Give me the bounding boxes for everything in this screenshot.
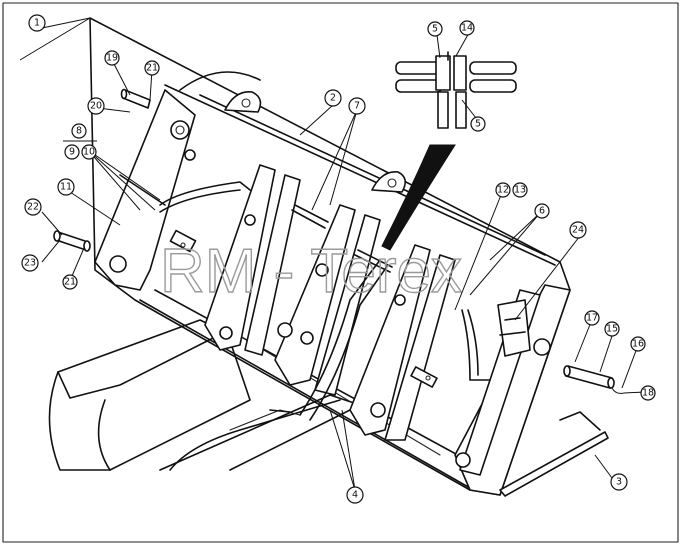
callout-19: 19 (104, 50, 120, 66)
detail-arrow (381, 144, 456, 251)
svg-text:2: 2 (330, 93, 336, 104)
loader-arms (48, 319, 361, 471)
svg-text:10: 10 (83, 147, 95, 158)
callout-8: 8 (71, 123, 87, 139)
svg-text:5: 5 (432, 24, 438, 35)
callouts: 1 2 3 4 5 5 6 7 8 9 10 11 12 13 14 15 16… (21, 14, 656, 504)
callout-21a: 21 (144, 60, 160, 76)
callout-16: 16 (630, 336, 646, 352)
pin-holes (109, 120, 551, 468)
svg-text:16: 16 (632, 339, 644, 350)
callout-22: 22 (24, 198, 42, 216)
svg-text:19: 19 (106, 53, 118, 64)
svg-text:6: 6 (539, 206, 545, 217)
callout-12: 12 (495, 182, 511, 198)
svg-text:23: 23 (24, 258, 36, 269)
callout-9: 9 (64, 144, 80, 160)
callout-20: 20 (87, 97, 105, 115)
svg-text:18: 18 (642, 388, 654, 399)
svg-text:21: 21 (64, 277, 76, 288)
pin-15-parts (563, 365, 625, 394)
callout-23: 23 (21, 254, 39, 272)
cylinder-assembly (497, 299, 531, 357)
svg-text:4: 4 (352, 490, 358, 501)
svg-text:7: 7 (354, 101, 360, 112)
brackets (169, 149, 438, 388)
svg-text:13: 13 (514, 185, 526, 196)
callout-24: 24 (569, 221, 587, 239)
lifting-eyes (224, 91, 406, 193)
callout-5b: 5 (470, 116, 486, 132)
pin-22-parts (53, 230, 91, 252)
svg-text:5: 5 (475, 119, 481, 130)
watermark: RM - Terex (160, 237, 462, 306)
callout-3: 3 (610, 473, 628, 491)
svg-text:20: 20 (90, 101, 102, 112)
cross-pins (119, 174, 393, 273)
svg-text:3: 3 (616, 477, 622, 488)
hydraulic-lines (159, 181, 491, 421)
callout-14: 14 (459, 20, 475, 36)
callout-18: 18 (640, 385, 656, 401)
svg-text:24: 24 (572, 225, 584, 236)
callout-15: 15 (604, 321, 620, 337)
callout-7: 7 (348, 97, 366, 115)
svg-text:9: 9 (69, 147, 75, 158)
callout-11: 11 (57, 178, 75, 196)
callout-5a: 5 (427, 21, 443, 37)
svg-text:11: 11 (60, 182, 72, 193)
callout-21b: 21 (62, 274, 78, 290)
callout-13: 13 (512, 182, 528, 198)
callout-4: 4 (346, 486, 364, 504)
detail-inset (395, 51, 517, 129)
svg-text:14: 14 (461, 23, 473, 34)
callout-2: 2 (324, 89, 342, 107)
svg-text:15: 15 (606, 324, 618, 335)
callout-6: 6 (534, 203, 550, 219)
svg-text:1: 1 (34, 18, 40, 29)
svg-text:17: 17 (586, 313, 598, 324)
svg-text:22: 22 (27, 202, 39, 213)
svg-text:21: 21 (146, 63, 158, 74)
leader-lines (19, 17, 646, 491)
callout-1: 1 (28, 14, 46, 32)
svg-text:12: 12 (497, 185, 509, 196)
callout-17: 17 (584, 310, 600, 326)
svg-text:8: 8 (76, 126, 82, 137)
callout-10: 10 (81, 144, 97, 160)
pin-19-parts (120, 88, 151, 109)
cutting-edge (499, 411, 609, 497)
